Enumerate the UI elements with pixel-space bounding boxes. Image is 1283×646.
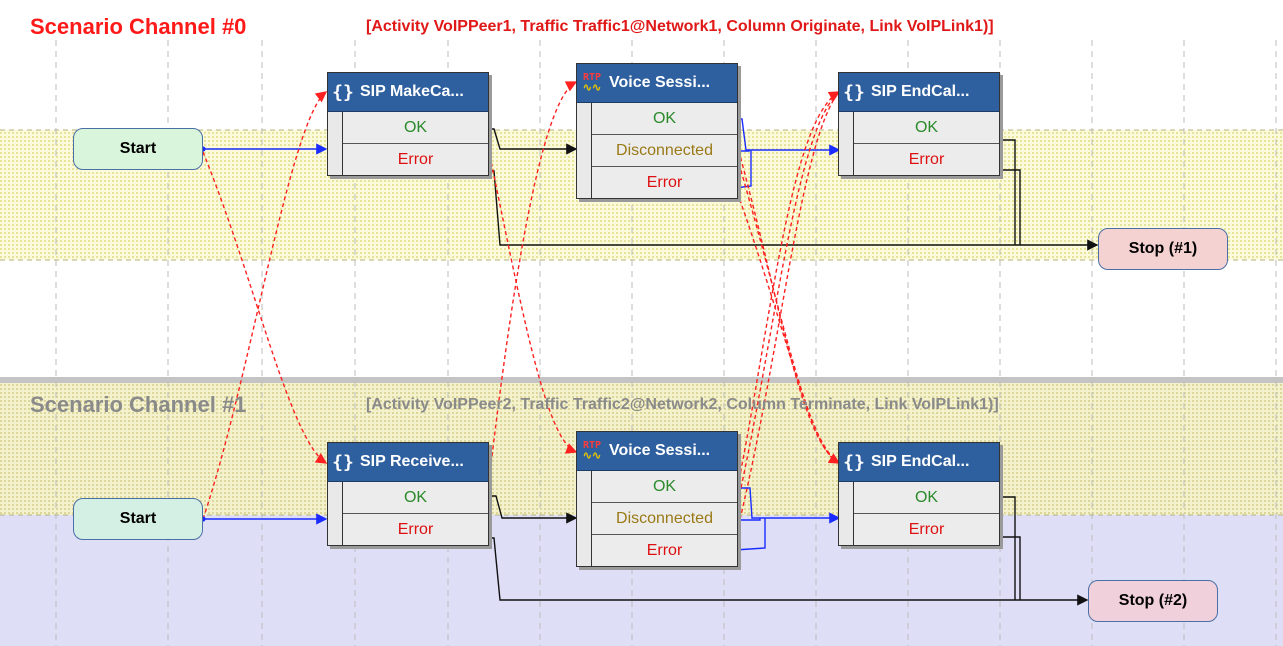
curly-braces-icon: {} — [332, 81, 354, 103]
channel0-activity-sip-makecall[interactable]: {} SIP MakeCa... OK Error — [327, 72, 489, 176]
output-error[interactable]: Error — [592, 535, 737, 566]
output-ok[interactable]: OK — [343, 482, 488, 514]
channel1-activity-sip-endcall[interactable]: {} SIP EndCal... OK Error — [838, 442, 1000, 546]
channel1-start-node[interactable]: Start — [73, 498, 203, 540]
channel0-start-node[interactable]: Start — [73, 128, 203, 170]
channel-separator — [0, 377, 1283, 383]
activity-title: SIP Receive... — [360, 453, 464, 470]
curly-braces-icon: {} — [843, 451, 865, 473]
channel1-activity-sip-receive[interactable]: {} SIP Receive... OK Error — [327, 442, 489, 546]
output-ok[interactable]: OK — [592, 471, 737, 503]
activity-title: Voice Sessi... — [609, 442, 711, 459]
channel1-title: Scenario Channel #1 — [30, 392, 247, 417]
start-label: Start — [119, 140, 157, 157]
output-ok[interactable]: OK — [854, 112, 999, 144]
output-error[interactable]: Error — [343, 514, 488, 545]
channel0-activity-voice-session[interactable]: RTP∿∿ Voice Sessi... OK Disconnected Err… — [576, 63, 738, 199]
activity-title: SIP EndCal... — [871, 453, 970, 470]
channel0-activity-sip-endcall[interactable]: {} SIP EndCal... OK Error — [838, 72, 1000, 176]
output-error[interactable]: Error — [592, 167, 737, 198]
activity-title: SIP MakeCa... — [360, 83, 464, 100]
start-label: Start — [119, 510, 157, 527]
stop-label: Stop (#2) — [1118, 592, 1188, 609]
output-error[interactable]: Error — [854, 144, 999, 175]
channel0-flow — [203, 118, 1099, 251]
curly-braces-icon: {} — [843, 81, 865, 103]
output-disconnected[interactable]: Disconnected — [592, 503, 737, 535]
sync-links — [202, 81, 841, 541]
rtp-icon: RTP∿∿ — [582, 440, 602, 462]
activity-title: Voice Sessi... — [609, 74, 711, 91]
output-disconnected[interactable]: Disconnected — [592, 135, 737, 167]
rtp-icon: RTP∿∿ — [582, 72, 602, 94]
curly-braces-icon: {} — [332, 451, 354, 473]
output-error[interactable]: Error — [854, 514, 999, 545]
channel0-info: [Activity VoIPPeer1, Traffic Traffic1@Ne… — [366, 18, 994, 35]
activity-title: SIP EndCal... — [871, 83, 970, 100]
output-error[interactable]: Error — [343, 144, 488, 175]
channel1-info: [Activity VoIPPeer2, Traffic Traffic2@Ne… — [366, 396, 999, 413]
channel0-stop-node[interactable]: Stop (#1) — [1098, 228, 1228, 270]
stop-label: Stop (#1) — [1128, 240, 1198, 257]
channel1-stop-node[interactable]: Stop (#2) — [1088, 580, 1218, 622]
output-ok[interactable]: OK — [854, 482, 999, 514]
channel1-activity-voice-session[interactable]: RTP∿∿ Voice Sessi... OK Disconnected Err… — [576, 431, 738, 567]
output-ok[interactable]: OK — [592, 103, 737, 135]
channel0-title: Scenario Channel #0 — [30, 14, 247, 39]
output-ok[interactable]: OK — [343, 112, 488, 144]
channel1-flow — [203, 487, 1089, 606]
